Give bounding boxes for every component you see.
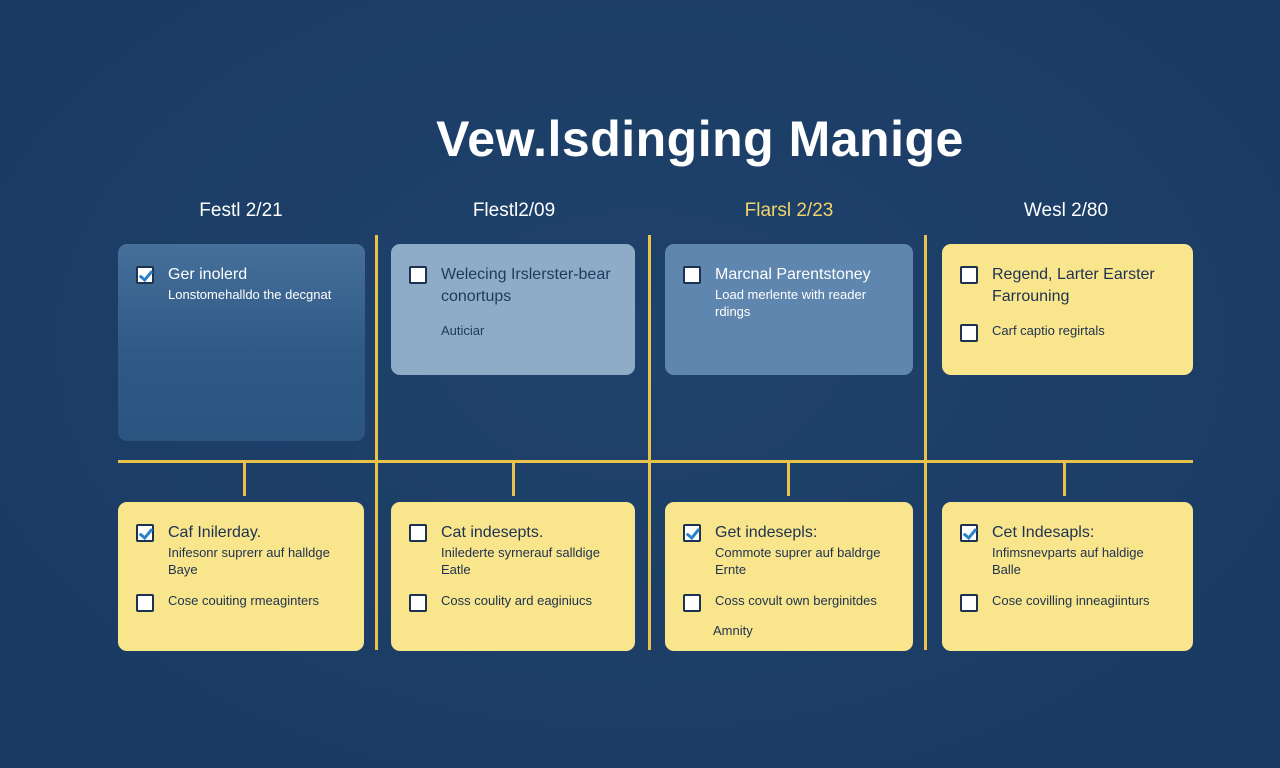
task-item[interactable]: Regend, Larter Earster Farrouning [960,264,1175,308]
timeline-tick [512,462,515,496]
task-card[interactable]: Cet Indesapls: Infimsnevparts auf haldig… [942,502,1193,651]
task-title: Ger inolerd [168,266,248,283]
task-card[interactable]: Regend, Larter Earster Farrouning Carf c… [942,244,1193,375]
task-title: Coss covult own berginitdes [715,593,877,608]
task-title: Welecing Irslerster-bear conortups [441,266,611,305]
task-card[interactable]: Welecing Irslerster-bear conortups Autic… [391,244,635,375]
task-title: Marcnal Parentstoney [715,266,871,283]
task-title: Coss coulity ard eaginiucs [441,593,593,608]
task-detail: Load merlente with reader rdings [715,287,867,319]
task-item[interactable]: Cose covilling inneagiinturs [960,592,1175,612]
task-title: Cat indesepts. [441,524,544,541]
task-note: Auticiar [441,323,485,338]
checkbox-icon[interactable] [683,594,701,612]
task-item[interactable]: Caf Inilerday. Inifesonr suprerr auf hal… [136,522,346,578]
task-item[interactable]: Cet Indesapls: Infimsnevparts auf haldig… [960,522,1175,578]
timeline-tick [1063,462,1066,496]
checkbox-icon[interactable] [960,324,978,342]
task-title: Cose couiting rmeaginters [168,593,320,608]
task-detail: Infimsnevparts auf haldige Balle [992,545,1144,577]
task-item[interactable]: Ger inolerd Lonstomehalldo the decgnat [136,264,347,303]
task-title: Get indesepls: [715,524,818,541]
task-detail: Lonstomehalldo the decgnat [168,287,332,302]
task-title: Cose covilling inneagiinturs [992,593,1150,608]
checkbox-checked-icon[interactable] [136,266,154,284]
task-item[interactable]: Cose couiting rmeaginters [136,592,346,612]
task-card[interactable]: Cat indesepts. Inilederte syrnerauf sall… [391,502,635,651]
checkbox-icon[interactable] [409,266,427,284]
task-detail: Commote suprer auf baldrge Ernte [715,545,881,577]
page-title: Vew.lsdinging Manige [436,111,964,167]
task-title: Caf Inilerday. [168,524,262,541]
task-item[interactable]: Cat indesepts. Inilederte syrnerauf sall… [409,522,617,578]
task-detail: Inifesonr suprerr auf halldge Baye [168,545,330,577]
task-card[interactable]: Get indesepls: Commote suprer auf baldrg… [665,502,913,651]
task-item[interactable]: Carf captio regirtals [960,322,1175,342]
checkbox-checked-icon[interactable] [960,524,978,542]
column-divider-3 [924,235,927,650]
task-detail: Inilederte syrnerauf salldige Eatle [441,545,600,577]
task-title: Cet Indesapls: [992,524,1095,541]
column-header-2: Flestl2/09 [472,200,556,221]
checkbox-icon[interactable] [683,266,701,284]
timeline-axis [118,460,1193,463]
checkbox-icon[interactable] [409,524,427,542]
timeline-tick [787,462,790,496]
task-item[interactable]: Welecing Irslerster-bear conortups [409,264,617,308]
column-divider-1 [375,235,378,650]
task-card[interactable]: Ger inolerd Lonstomehalldo the decgnat [118,244,365,441]
task-title: Regend, Larter Earster Farrouning [992,266,1155,305]
task-title: Carf captio regirtals [992,323,1105,338]
task-item[interactable]: Marcnal Parentstoney Load merlente with … [683,264,895,320]
task-note: Amnity [713,623,753,638]
task-item[interactable]: Coss coulity ard eaginiucs [409,592,617,612]
checkbox-icon[interactable] [136,594,154,612]
checkbox-checked-icon[interactable] [136,524,154,542]
column-divider-2 [648,235,651,650]
checkbox-checked-icon[interactable] [683,524,701,542]
column-header-1: Festl 2/21 [199,200,283,221]
task-item[interactable]: Coss covult own berginitdes [683,592,895,612]
task-item[interactable]: Get indesepls: Commote suprer auf baldrg… [683,522,895,578]
checkbox-icon[interactable] [409,594,427,612]
column-header-4: Wesl 2/80 [1023,200,1109,221]
timeline-tick [243,462,246,496]
task-card[interactable]: Marcnal Parentstoney Load merlente with … [665,244,913,375]
task-card[interactable]: Caf Inilerday. Inifesonr suprerr auf hal… [118,502,364,651]
checkbox-icon[interactable] [960,266,978,284]
checkbox-icon[interactable] [960,594,978,612]
column-header-3: Flarsl 2/23 [744,200,834,221]
